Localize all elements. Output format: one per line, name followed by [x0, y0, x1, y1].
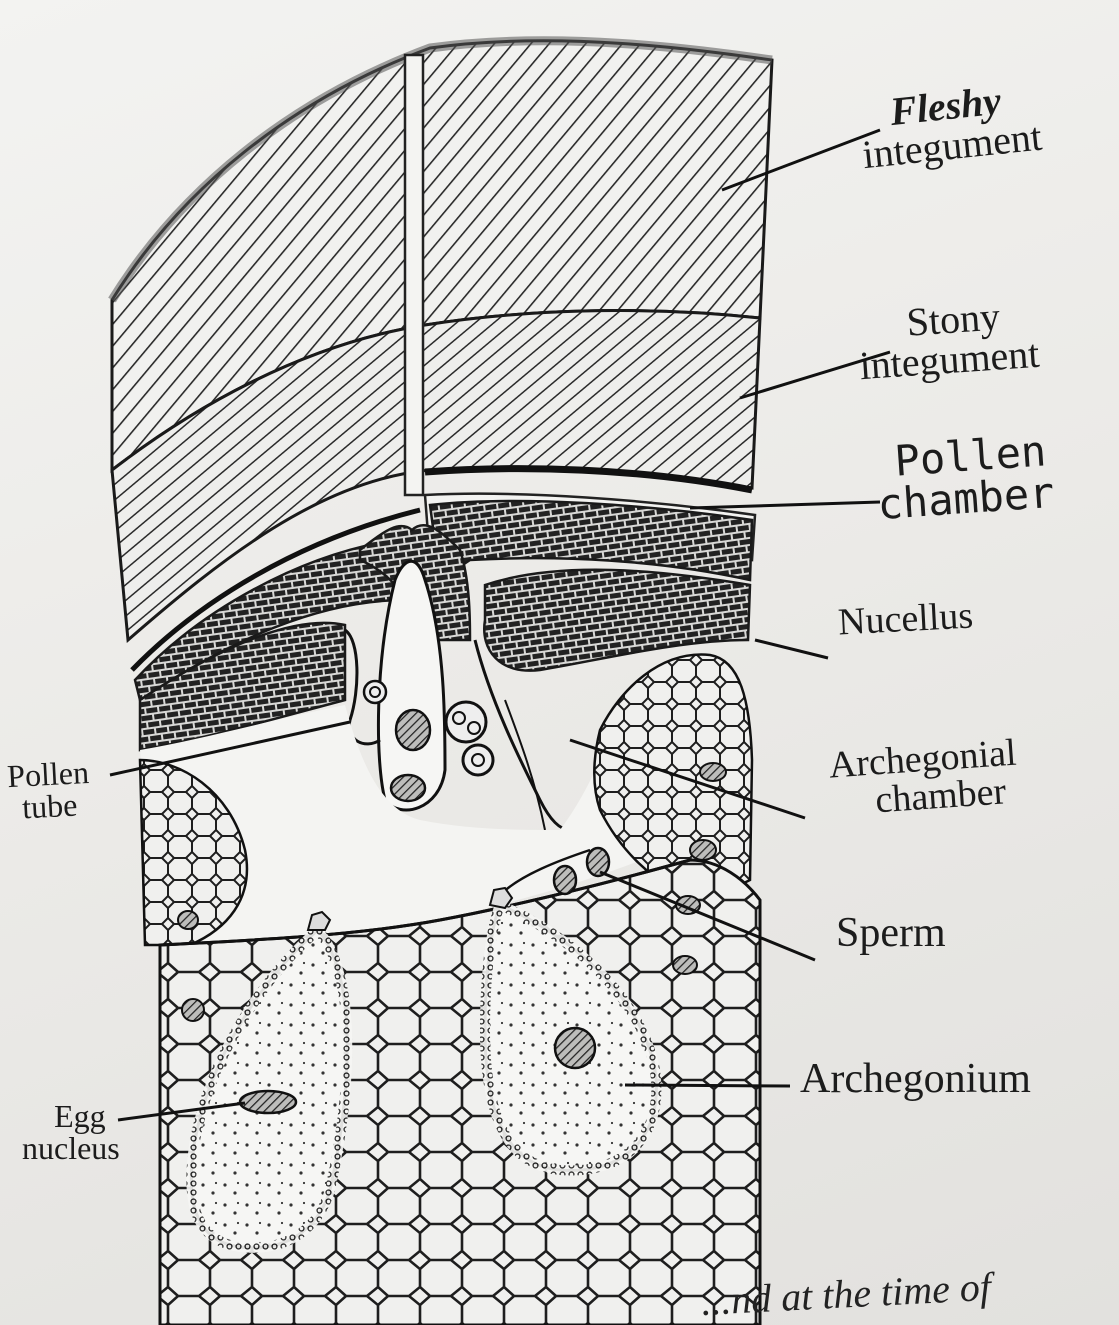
released-sperms-lower [463, 745, 493, 775]
label-tube: tube [8, 788, 91, 824]
nucellus-upper-right [430, 501, 752, 580]
egg-nucleus [240, 1091, 296, 1113]
released-sperms-upper [446, 702, 486, 742]
label-pollen-2: Pollen [6, 756, 89, 792]
label-archegonium: Archegonium [800, 1058, 1031, 1100]
pollen-grain-small [364, 681, 386, 703]
label-nucleus: nucleus [22, 1132, 120, 1164]
micropyle-canal [405, 55, 423, 495]
archegonium-nucleus [555, 1028, 595, 1068]
label-archegonial-chamber: Archegonial chamber [828, 734, 1021, 823]
label-pollen-chamber: Pollen chamber [873, 430, 1055, 526]
label-egg-nucleus: Egg nucleus [22, 1100, 120, 1164]
label-sperm: Sperm [836, 912, 946, 954]
label-chamber-1: chamber [876, 472, 1056, 526]
leader-pollen-chamber [690, 502, 880, 508]
tube-nucleus [391, 775, 425, 801]
leader-nucellus [755, 640, 828, 658]
sperm-cell-1 [554, 866, 576, 894]
sperm-cell-2 [587, 848, 609, 876]
label-pollen-tube: Pollen tube [6, 756, 91, 824]
label-nucellus: Nucellus [837, 596, 974, 641]
label-stony-integument: Stony integument [855, 294, 1040, 386]
body-cell [396, 710, 430, 750]
leader-archegonium [625, 1085, 790, 1086]
label-egg: Egg [22, 1100, 120, 1132]
